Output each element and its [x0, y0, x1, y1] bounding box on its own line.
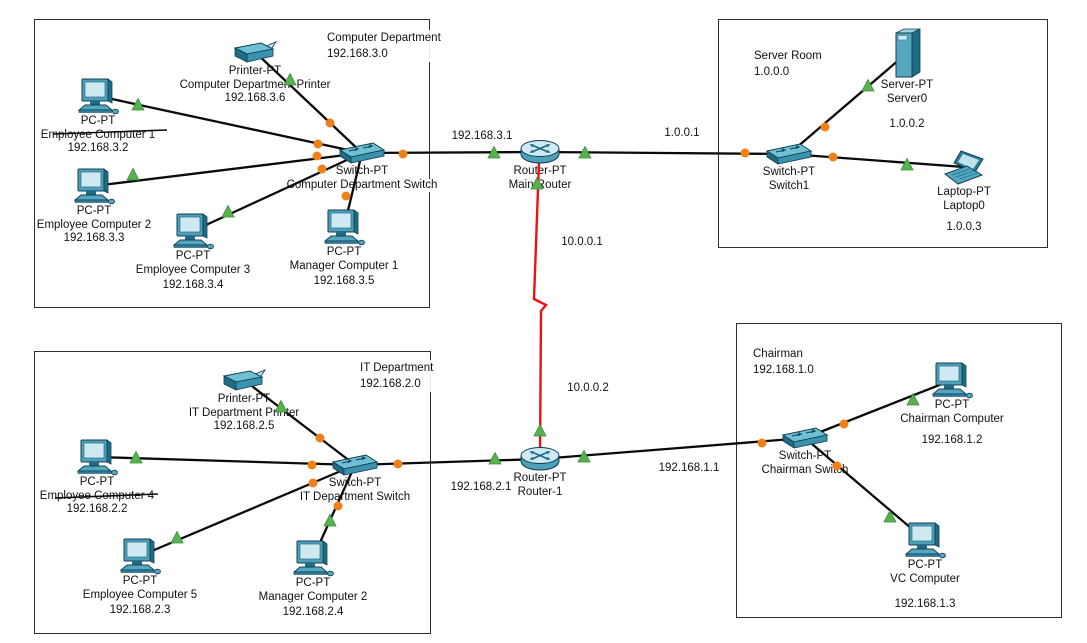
device-it-switch[interactable] [331, 452, 379, 483]
router-icon [520, 447, 560, 471]
link-main-router--router-1-serial[interactable] [532, 160, 548, 460]
note-192-168-1-1: 192.168.1.1 [656, 462, 722, 474]
region-label-computer-department: Computer Department 192.168.3.0 [324, 30, 444, 62]
device-manager-computer-1[interactable] [323, 209, 365, 251]
device-cd-switch[interactable] [338, 140, 386, 171]
printer-icon [233, 41, 278, 63]
device-label-text: Router-1 [515, 485, 565, 499]
switch-icon [781, 427, 829, 449]
region-chairman-box [736, 323, 1062, 618]
device-employee-computer-2[interactable] [73, 168, 115, 210]
region-label-line: IT Department [360, 362, 434, 374]
region-label-line: Computer Department [327, 32, 441, 44]
device-label-line: Main Router [425, 178, 655, 192]
link-cd-switch--main-router[interactable] [361, 150, 541, 155]
switch-icon [765, 143, 813, 165]
device-manager-computer-2[interactable] [292, 540, 334, 582]
region-label-server-room: Server Room 1.0.0.0 [751, 48, 825, 80]
region-label-line: 1.0.0.0 [754, 66, 790, 78]
laptop-icon [943, 150, 984, 185]
region-label-line: 192.168.3.0 [327, 48, 388, 60]
region-server-room-box [718, 19, 1048, 248]
switch-icon [338, 142, 386, 164]
device-employee-computer-1[interactable] [77, 78, 119, 120]
switch-icon [331, 454, 379, 476]
device-chairman-computer[interactable] [931, 362, 973, 404]
link-chairman-switch--chairman-computer[interactable] [804, 378, 953, 440]
region-label-it-department: IT Department 192.168.2.0 [357, 360, 437, 392]
pc-icon [172, 213, 214, 250]
pc-icon [77, 78, 119, 115]
device-chairman-switch[interactable] [781, 425, 829, 456]
pc-icon [76, 439, 118, 476]
note-192-168-3-1: 192.168.3.1 [449, 130, 515, 142]
router-icon [520, 140, 560, 164]
device-router-1[interactable] [519, 445, 561, 478]
link-switch1--laptop0[interactable] [788, 152, 965, 169]
device-employee-computer-4[interactable] [76, 439, 118, 481]
region-label-line: 192.168.2.0 [360, 378, 421, 390]
server-icon [895, 28, 921, 78]
pc-icon [73, 168, 115, 205]
printer-icon [222, 369, 267, 391]
note-10-0-0-2: 10.0.0.2 [565, 382, 611, 394]
note-1-0-0-1: 1.0.0.1 [662, 127, 702, 139]
device-vc-computer[interactable] [904, 522, 946, 564]
device-label-text: Main Router [506, 178, 574, 192]
region-label-line: 192.168.1.0 [753, 364, 814, 376]
device-switch1[interactable] [765, 141, 813, 172]
region-label-line: Server Room [754, 50, 822, 62]
link-router-1--it-switch[interactable] [354, 457, 541, 467]
device-main-router[interactable] [519, 138, 561, 171]
pc-icon [292, 540, 334, 577]
note-10-0-0-1: 10.0.0.1 [559, 236, 605, 248]
pc-icon [931, 362, 973, 399]
device-laptop0[interactable] [943, 150, 984, 190]
note-192-168-2-1: 192.168.2.1 [448, 481, 514, 493]
link-status-up-triangle [488, 451, 502, 465]
region-label-chairman: Chairman 192.168.1.0 [750, 346, 817, 378]
device-cd-printer[interactable] [233, 39, 278, 71]
pc-icon [119, 538, 161, 575]
pc-icon [904, 522, 946, 559]
device-it-printer[interactable] [222, 367, 267, 399]
region-it-department-box [34, 351, 431, 634]
device-server0[interactable] [892, 28, 922, 83]
pc-icon [323, 209, 365, 246]
link-switch1--server0[interactable] [788, 52, 908, 155]
device-employee-computer-3[interactable] [172, 213, 214, 255]
device-employee-computer-5[interactable] [119, 538, 161, 580]
region-computer-department-box [34, 19, 430, 308]
region-label-line: Chairman [753, 348, 803, 360]
